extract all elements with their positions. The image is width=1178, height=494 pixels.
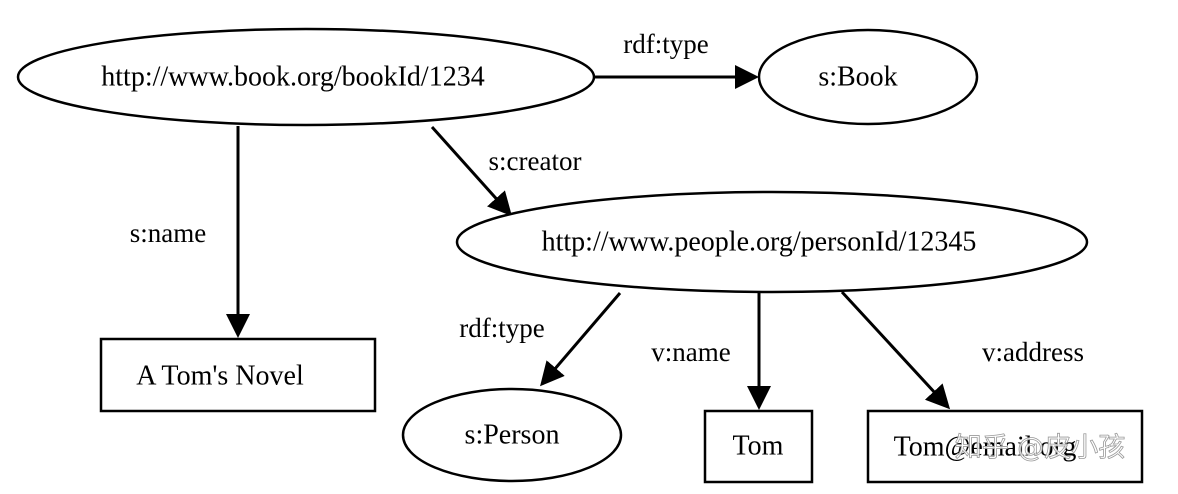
edge-label-person-v-address: v:address (982, 337, 1084, 367)
edge-labels: rdf:type s:creator s:name rdf:type v:nam… (130, 29, 1084, 367)
node-person-email-label: Tom@email.org (894, 432, 1077, 463)
watermark: 知乎 @皮小孩 (955, 433, 1126, 464)
node-novel-name: A Tom's Novel (99, 337, 377, 413)
node-person-type: s:Person (401, 387, 623, 483)
node-person-name: Tom (703, 409, 814, 484)
node-person-name-box (703, 409, 814, 484)
node-book-uri-label: http://www.book.org/bookId/1234 (101, 62, 484, 93)
node-person-uri-label: http://www.people.org/personId/12345 (542, 227, 977, 258)
edge-label-person-rdf-type: rdf:type (459, 313, 544, 343)
edge-label-book-creator: s:creator (489, 146, 582, 176)
node-person-uri: http://www.people.org/personId/12345 (455, 190, 1089, 294)
edge-person-rdf-type (540, 292, 622, 387)
node-person-name-label: Tom (733, 431, 784, 462)
node-book-type: s:Book (757, 28, 979, 126)
node-person-uri-ellipse (455, 190, 1089, 294)
edges (226, 65, 951, 410)
node-person-email: Tom@email.org (866, 409, 1144, 484)
node-book-uri: http://www.book.org/bookId/1234 (16, 27, 596, 127)
node-novel-name-box (99, 337, 377, 413)
edge-label-person-v-name: v:name (651, 337, 730, 367)
node-person-type-label: s:Person (465, 420, 560, 451)
node-person-type-ellipse (401, 387, 623, 483)
node-person-email-box (866, 409, 1144, 484)
node-book-uri-ellipse (16, 27, 596, 127)
node-novel-name-label: A Tom's Novel (136, 361, 304, 392)
edge-label-book-rdf-type: rdf:type (623, 29, 708, 59)
node-book-type-label: s:Book (818, 62, 897, 93)
edge-person-v-address (840, 290, 951, 410)
edge-book-creator (430, 125, 513, 217)
node-book-type-ellipse (757, 28, 979, 126)
edge-label-book-name: s:name (130, 218, 206, 248)
